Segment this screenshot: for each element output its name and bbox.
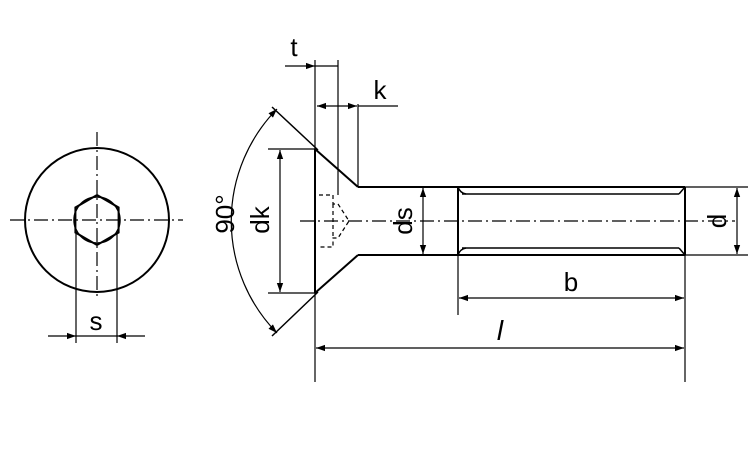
angle-extension-lower xyxy=(271,291,319,337)
side-view: t k 90° dk ds d b l xyxy=(210,32,748,382)
thread-runout-lower xyxy=(457,247,467,256)
label-t: t xyxy=(290,32,298,62)
head-cone-lower xyxy=(314,254,359,294)
thread-runout-upper xyxy=(457,186,467,195)
label-s: s xyxy=(90,306,103,336)
label-k: k xyxy=(374,75,388,105)
hex-socket xyxy=(74,193,120,247)
head-outline-circle xyxy=(24,147,170,293)
hidden-socket-outline xyxy=(319,194,350,248)
tip-chamfer-upper xyxy=(678,186,686,195)
end-view: s xyxy=(10,132,183,343)
label-l: l xyxy=(497,315,504,346)
label-b: b xyxy=(564,267,578,297)
tip-chamfer-lower xyxy=(678,247,686,256)
angle-arc xyxy=(230,108,278,334)
label-ds: ds xyxy=(388,207,418,234)
label-dk: dk xyxy=(245,205,275,233)
head-cone-upper xyxy=(314,148,359,188)
label-d: d xyxy=(702,214,732,228)
angle-extension-upper xyxy=(271,106,319,151)
label-angle: 90° xyxy=(210,194,240,233)
